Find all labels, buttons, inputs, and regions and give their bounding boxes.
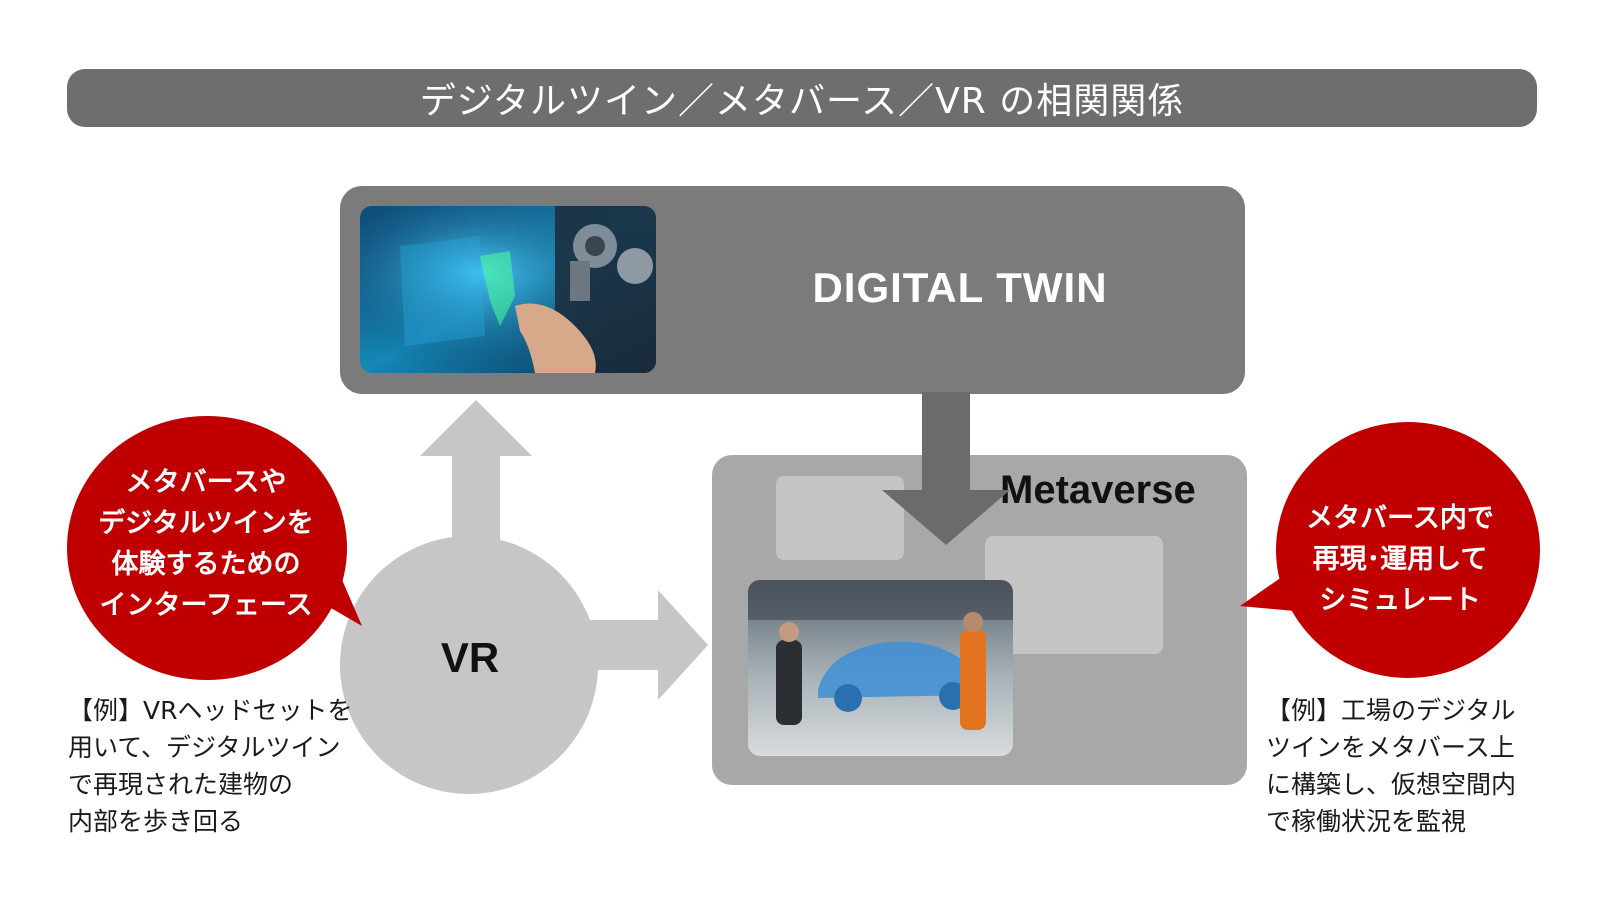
bubble-left-text: メタバースや デジタルツインを 体験するための インターフェース — [68, 462, 344, 626]
page-title: デジタルツイン／メタバース／VR の相関関係 — [419, 81, 1185, 122]
speech-bubble-left — [67, 416, 362, 680]
bubble-right-text: メタバース内で 再現･運用して シミュレート — [1265, 498, 1535, 621]
digital-twin-image — [360, 206, 656, 373]
bubble-left-line: デジタルツインを — [98, 508, 314, 539]
metaverse-window-placeholder — [985, 536, 1163, 654]
bubble-right-line: メタバース内で — [1306, 503, 1494, 534]
digital-twin-label: DIGITAL TWIN — [812, 264, 1108, 311]
vr-circle — [340, 536, 598, 794]
arrow-digital-twin-to-metaverse — [882, 392, 1010, 545]
arrow-vr-to-metaverse — [585, 590, 708, 700]
metaverse-image — [748, 580, 1013, 756]
title-bar: デジタルツイン／メタバース／VR の相関関係 — [67, 69, 1537, 127]
bubble-left-line: インターフェース — [99, 590, 313, 621]
bubble-right-line: シミュレート — [1319, 585, 1481, 616]
vr-label: VR — [440, 634, 500, 681]
bubble-left-line: メタバースや — [125, 467, 287, 498]
speech-bubble-right — [1240, 422, 1540, 678]
caption-right: 【例】工場のデジタル ツインをメタバース上 に構築し、仮想空間内 で稼働状況を監… — [1266, 696, 1517, 836]
arrow-vr-to-digital-twin — [420, 400, 532, 560]
caption-left: 【例】VRヘッドセットを 用いて、デジタルツイン で再現された建物の 内部を歩き… — [68, 696, 353, 836]
metaverse-label: Metaverse — [1000, 468, 1196, 512]
bubble-right-line: 再現･運用して — [1312, 544, 1488, 575]
bubble-left-line: 体験するための — [111, 549, 301, 580]
